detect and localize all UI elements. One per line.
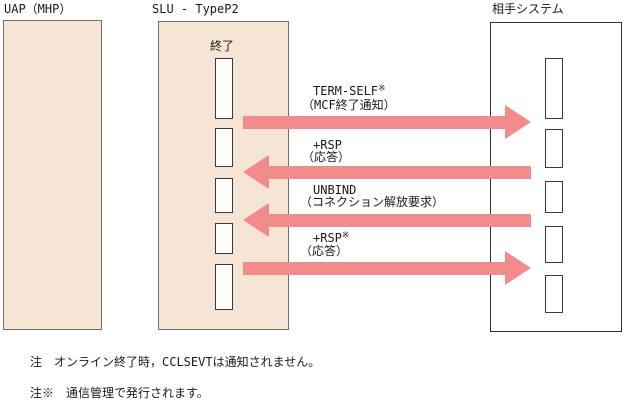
arrow-term-self-bar [243, 116, 506, 129]
slu-event-box-1 [215, 58, 233, 119]
message-desc-rsp1: （応答） [302, 150, 351, 164]
slu-end-label: 終了 [210, 39, 235, 53]
arrow-unbind-head-left-icon [243, 203, 269, 237]
message-desc-term-self: （MCF終了通知） [302, 98, 396, 112]
partner-event-box-5 [545, 275, 563, 313]
partner-event-box-4 [545, 226, 563, 263]
arrow-rsp2-head-right-icon [505, 251, 531, 285]
slu-event-box-2 [215, 128, 233, 167]
column-label-slu: SLU - TypeP2 [152, 2, 239, 16]
arrow-rsp1-head-left-icon [243, 155, 269, 189]
message-desc-rsp2: （応答） [300, 244, 349, 258]
arrow-term-self-head-right-icon [505, 105, 531, 139]
message-name-text: TERM-SELF [313, 84, 379, 98]
reference-mark: ※ [341, 231, 350, 241]
partner-event-box-3 [545, 181, 563, 213]
arrow-rsp1-bar [269, 166, 531, 179]
column-label-partner-system: 相手システム [492, 2, 564, 16]
message-name-term-self: TERM-SELF※ [313, 82, 386, 98]
message-name-unbind: UNBIND [313, 181, 356, 197]
message-name-text: UNBIND [313, 183, 357, 197]
note-cclsevt: 注 オンライン終了時，CCLSEVTは通知されません。 [30, 355, 321, 369]
message-name-rsp1: +RSP [313, 136, 342, 152]
partner-event-box-1 [545, 58, 563, 119]
partner-event-box-2 [545, 129, 563, 168]
uap-lifeline-box [3, 20, 102, 330]
slu-event-box-5 [215, 264, 233, 310]
message-name-text: +RSP [313, 231, 342, 245]
arrow-unbind-bar [269, 214, 531, 227]
slu-event-box-3 [215, 178, 233, 213]
reference-mark: ※ [378, 84, 386, 94]
arrow-rsp2-bar [243, 262, 506, 275]
column-label-uap: UAP（MHP） [4, 2, 72, 16]
message-name-text: +RSP [313, 138, 342, 152]
message-desc-unbind: （コネクション解放要求） [300, 195, 445, 209]
slu-event-box-4 [215, 223, 233, 254]
note-reference-mark: 注※ 通信管理で発行されます。 [30, 386, 209, 400]
message-name-rsp2: +RSP※ [313, 229, 349, 245]
